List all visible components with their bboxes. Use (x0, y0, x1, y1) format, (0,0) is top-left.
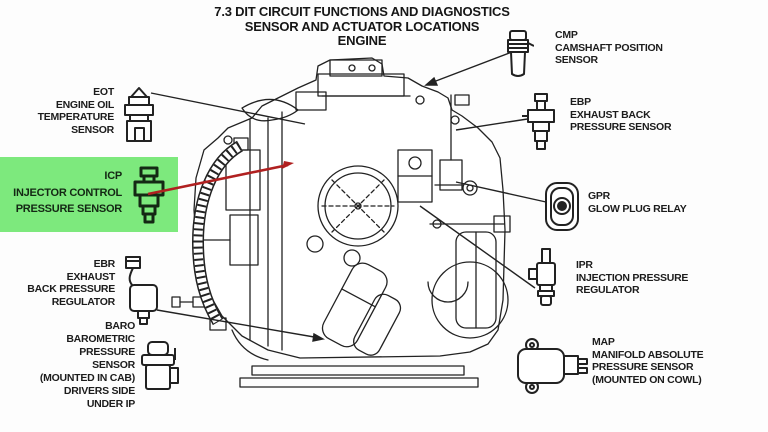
label-baro-line: UNDER IP (86, 398, 135, 410)
exhaust-back-pressure-regulator-icon (125, 256, 158, 325)
label-ebp-abbr: EBP (570, 96, 591, 108)
label-icp-line: INJECTOR CONTROL (13, 186, 122, 199)
label-map-line: PRESSURE SENSOR (592, 361, 694, 373)
callout-line-ebp (455, 117, 535, 131)
label-gpr: GPR GLOW PLUG RELAY (588, 190, 687, 215)
label-icp-line: PRESSURE SENSOR (15, 203, 123, 215)
exhaust-back-pressure-sensor-icon (522, 93, 555, 150)
diagram-title-line1: 7.3 DIT CIRCUIT FUNCTIONS AND DIAGNOSTIC… (214, 4, 510, 19)
icp-pointer-arrow (147, 161, 294, 196)
engine-drawing (171, 57, 511, 388)
label-ipr-line: REGULATOR (576, 284, 640, 296)
label-eot-line: SENSOR (71, 123, 114, 136)
label-ebp-line: PRESSURE SENSOR (570, 121, 672, 133)
callout-line-cmp (427, 51, 513, 85)
label-ebr-abbr: EBR (93, 258, 116, 270)
label-cmp-abbr: CMP (555, 29, 578, 41)
callout-line-ebr (156, 309, 321, 339)
glow-plug-relay-icon (545, 182, 579, 231)
label-baro-line: (MOUNTED IN CAB) (39, 372, 135, 384)
label-ebp: EBP EXHAUST BACK PRESSURE SENSOR (570, 96, 672, 134)
label-map-line: (MOUNTED ON COWL) (592, 373, 702, 386)
callout-line-eot (150, 92, 306, 125)
label-baro-line: BAROMETRIC (66, 333, 135, 345)
label-map-line: MANIFOLD ABSOLUTE (592, 348, 704, 361)
label-cmp-line: CAMSHAFT POSITION (555, 41, 663, 54)
label-icp: ICP INJECTOR CONTROL PRESSURE SENSOR (0, 168, 122, 218)
diagram-title-line3: ENGINE (337, 33, 387, 48)
manifold-absolute-pressure-sensor-icon (517, 338, 588, 394)
label-baro-abbr: BARO (105, 320, 135, 332)
label-ebr-line: BACK PRESSURE (27, 283, 115, 295)
label-eot-line: ENGINE OIL (55, 98, 114, 111)
label-map: MAP MANIFOLD ABSOLUTE PRESSURE SENSOR (M… (592, 336, 704, 386)
callout-arrowhead-ebr (312, 332, 326, 342)
label-baro-line: SENSOR (92, 359, 135, 371)
barometric-pressure-sensor-icon (141, 341, 179, 390)
label-cmp: CMP CAMSHAFT POSITION SENSOR (555, 29, 663, 67)
camshaft-position-sensor-icon (507, 30, 534, 77)
corrugated-hose (191, 140, 244, 326)
callout-line-ipr (419, 205, 536, 289)
callout-arrowhead-cmp (424, 76, 439, 86)
label-ebr-line: EXHAUST (66, 270, 116, 283)
label-ebr-line: REGULATOR (51, 295, 116, 308)
label-gpr-line: GLOW PLUG RELAY (588, 202, 687, 215)
injection-pressure-regulator-icon (528, 248, 556, 306)
label-baro: BARO BAROMETRIC PRESSURE SENSOR (MOUNTED… (15, 320, 135, 411)
label-eot-abbr: EOT (93, 86, 114, 98)
label-eot: EOT ENGINE OIL TEMPERATURE SENSOR (8, 86, 115, 136)
diagram-title-line2: SENSOR AND ACTUATOR LOCATIONS (244, 18, 480, 34)
label-ebr: EBR EXHAUST BACK PRESSURE REGULATOR (5, 258, 115, 308)
engine-oil-temperature-sensor-icon (124, 87, 154, 142)
label-ipr: IPR INJECTION PRESSURE REGULATOR (576, 259, 688, 297)
label-ipr-abbr: IPR (576, 259, 593, 271)
label-map-abbr: MAP (592, 336, 615, 348)
label-baro-line: PRESSURE (79, 346, 135, 358)
label-ebp-line: EXHAUST BACK (570, 108, 651, 121)
label-ipr-line: INJECTION PRESSURE (576, 271, 689, 284)
label-icp-abbr: ICP (104, 170, 122, 182)
label-gpr-abbr: GPR (588, 190, 611, 202)
diagram-title: 7.3 DIT CIRCUIT FUNCTIONS AND DIAGNOSTIC… (162, 4, 562, 49)
label-eot-line: TEMPERATURE (37, 111, 115, 123)
callout-line-gpr (455, 181, 547, 203)
label-baro-line: DRIVERS SIDE (63, 385, 135, 397)
label-cmp-line: SENSOR (555, 54, 598, 66)
